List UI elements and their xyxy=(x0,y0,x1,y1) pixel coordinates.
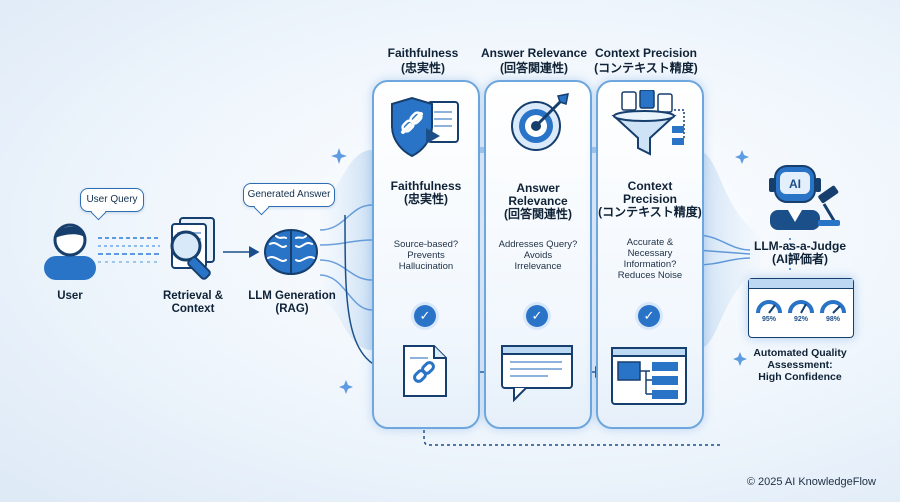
assessment-label: Automated Quality Assessment: High Confi… xyxy=(753,347,847,383)
gauge-2-value: 92% xyxy=(793,316,808,323)
faithfulness-title: Faithfulness (忠実性) xyxy=(390,179,462,206)
linked-document-icon xyxy=(400,344,450,398)
context-precision-card: Context Precision (コンテキスト精度) Accurate & … xyxy=(596,80,704,429)
faithfulness-check-icon: ✓ xyxy=(414,305,436,327)
context-precision-check-icon: ✓ xyxy=(638,305,660,327)
copyright-text: © 2025 AI KnowledgeFlow xyxy=(746,476,876,488)
brain-icon xyxy=(262,222,320,280)
retrieval-label: Retrieval & Context xyxy=(162,290,224,315)
target-icon xyxy=(508,92,570,154)
llm-generation-label: LLM Generation (RAG) xyxy=(248,290,336,315)
retrieval-document-search-icon xyxy=(158,214,228,288)
gauge-1: 95% xyxy=(755,295,783,331)
metrics-to-judge-flow xyxy=(696,150,760,350)
user-avatar-icon xyxy=(42,216,98,280)
user-query-text: User Query xyxy=(86,194,138,205)
context-precision-title: Context Precision (コンテキスト精度) xyxy=(598,179,702,219)
robot-face-text: AI xyxy=(789,177,801,191)
sparkle-icons xyxy=(331,148,749,394)
answer-relevance-header: Answer Relevance (回答関連性) xyxy=(480,46,588,75)
generated-answer-text: Generated Answer xyxy=(247,189,331,200)
user-label: User xyxy=(57,290,83,302)
gauge-2: 92% xyxy=(787,295,815,331)
gauge-3-value: 98% xyxy=(825,316,840,323)
faithfulness-card: Faithfulness (忠実性) Source-based? Prevent… xyxy=(372,80,480,429)
llm-judge-label: LLM-as-a-Judge (AI評価者) xyxy=(753,239,846,266)
context-precision-description: Accurate & Necessary Information? Reduce… xyxy=(617,237,683,281)
user-to-retrieval-beam xyxy=(98,237,160,263)
funnel-filter-icon xyxy=(608,89,692,160)
dashboard-titlebar xyxy=(749,279,853,289)
generated-answer-bubble: Generated Answer xyxy=(243,183,335,207)
ai-judge-robot-icon: AI xyxy=(766,160,842,230)
gauge-1-value: 95% xyxy=(761,316,776,323)
structured-context-window-icon xyxy=(610,346,688,406)
gauge-3: 98% xyxy=(819,295,847,331)
answer-relevance-card: Answer Relevance (回答関連性) Addresses Query… xyxy=(484,80,592,429)
shield-link-document-icon xyxy=(388,96,464,158)
faithfulness-description: Source-based? Prevents Hallucination xyxy=(393,239,459,272)
context-precision-header: Context Precision (コンテキスト精度) xyxy=(594,46,698,75)
faithfulness-header: Faithfulness (忠実性) xyxy=(387,46,459,75)
feedback-loop xyxy=(418,408,720,446)
answer-relevance-check-icon: ✓ xyxy=(526,305,548,327)
answer-relevance-description: Addresses Query? Avoids Irrelevance xyxy=(498,239,578,272)
answer-window-icon xyxy=(500,344,574,403)
user-query-bubble: User Query xyxy=(80,188,144,212)
quality-dashboard: 95% 92% 98% xyxy=(748,278,854,338)
answer-relevance-title: Answer Relevance (回答関連性) xyxy=(504,181,572,221)
